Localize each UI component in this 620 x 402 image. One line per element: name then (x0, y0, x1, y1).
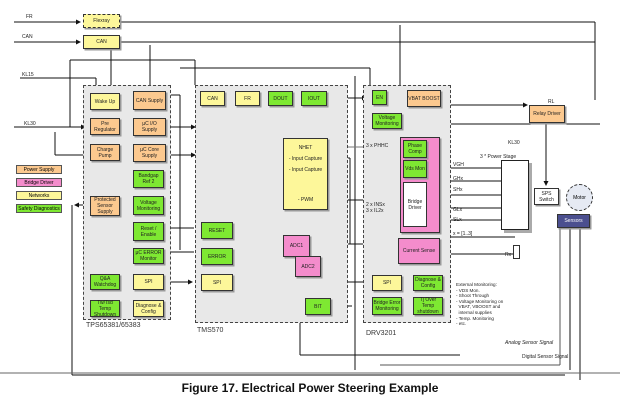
nhet-title: NHET (298, 145, 313, 151)
qa-watchdog-block: Q&A Watchdog (90, 274, 120, 290)
bridge-error-monitoring-block: Bridge Error Monitoring (372, 297, 402, 315)
uc-error-monitor-block: µC ERROR Monitor (133, 248, 164, 264)
ghx-label: GHx (453, 176, 463, 182)
uc-core-supply-block: µC Core Supply (133, 144, 166, 162)
can-input-label: CAN (22, 34, 33, 40)
en-block: EN (372, 90, 387, 105)
mcu-can-block: CAN (200, 91, 225, 106)
nhet-input-capture-2: - Input Capture (288, 167, 323, 173)
kl30-input-label: KL30 (24, 121, 36, 127)
analog-sensor-signal-label: Analog Sensor Signal (505, 340, 554, 346)
kl30-supply-label: KL30 (508, 140, 520, 146)
pre-regulator-block: Pre Regulator (90, 118, 120, 135)
driver-diagnose-config-block: Diagnose & Config (413, 275, 443, 291)
fr-input-label: FR (26, 14, 33, 20)
charge-pump-block: Charge Pump (90, 144, 120, 161)
driver-spi-block: SPI (372, 275, 402, 291)
pwm-in-label-2: 3 x IL2x (366, 208, 384, 214)
protected-sensor-supply-block: Protected Sensor Supply (90, 196, 120, 216)
figure-caption: Figure 17. Electrical Power Steering Exa… (181, 381, 439, 395)
mcu-reset-block: RESET (201, 222, 233, 239)
sense-index-label: x = [1..3] (453, 231, 473, 237)
driver-voltage-monitoring-block: Voltage Monitoring (372, 113, 402, 129)
pmic-chip-label: TPS65381/65383 (86, 322, 141, 329)
reset-enable-block: Reset / Enable (133, 222, 164, 241)
pmic-diagnose-config-block: Diagnose & Config (133, 300, 164, 317)
mcu-chip-label: TMS570 (197, 327, 224, 334)
legend-bridge-driver: Bridge Driver (16, 178, 62, 187)
mcu-dout-block: DOUT (268, 91, 293, 106)
shx-label: SHx (453, 187, 463, 193)
phase-in-label: 3 x PHHC (366, 143, 389, 149)
motor: Motor (566, 184, 593, 211)
nhet-pwm: - PWM (297, 197, 314, 203)
mcu-spi-block: SPI (201, 274, 233, 291)
relay-driver-block: Relay Driver (529, 105, 565, 123)
bridge-driver-block: Bridge Driver (403, 182, 427, 227)
vds-mon-block: Vds Mon (403, 160, 427, 178)
sensors-block: Sensors (557, 214, 590, 228)
voltage-monitoring-block: Voltage Monitoring (133, 196, 164, 215)
driver-chip-label: DRV3201 (366, 330, 397, 337)
power-stage-label: 3 * Power Stage (480, 154, 517, 160)
pwm-in-label-1: 2 x INSx (366, 202, 385, 208)
can-supply-block: CAN Supply (133, 91, 166, 110)
digital-sensor-signal-label: Digital Sensor Signal (522, 354, 569, 360)
mcu-fr-block: FR (235, 91, 260, 106)
phase-comp-block: Phase Comp (403, 140, 427, 158)
shunt-label: Rx (505, 252, 512, 258)
kl15-input-label: KL15 (22, 72, 34, 78)
uc-io-supply-block: µC I/O Supply (133, 118, 166, 136)
legend-safety-diagnostics: Safety Diagnostics (16, 204, 62, 213)
vgh-label: VGH (453, 162, 464, 168)
bandgap-ref-block: Bandgap Ref 2 (133, 170, 164, 188)
shunt-resistor (513, 245, 520, 259)
mcu-error-block: ERROR (201, 248, 233, 265)
driver-temp-shutdown-block: Tj Over Temp shutdown (413, 297, 443, 315)
wakeup-block: Wake Up (90, 93, 120, 110)
pmic-spi-block: SPI (133, 274, 164, 290)
can-transceiver-block: CAN (83, 35, 120, 49)
legend-power-supply: Power Supply (16, 165, 62, 174)
adc1-block: ADC1 (283, 235, 310, 257)
sps-switch-block: SPS Switch (534, 188, 559, 205)
legend-networks: Networks (16, 191, 62, 200)
current-sense-block: Current Sense (398, 238, 440, 264)
mcu-iout-block: IOUT (301, 91, 327, 106)
flexray-block: Flexray (83, 14, 120, 28)
slx-label: SLx (453, 217, 462, 223)
vbat-boost-block: VBAT BOOST (407, 90, 441, 107)
nhet-input-capture-1: - Input Capture (288, 156, 323, 162)
glx-label: GLx (453, 207, 463, 213)
external-monitoring-notes: External Monitoring: - VDS Mon. - Shoot … (456, 282, 504, 327)
relay-pin-label: RL (548, 99, 555, 105)
bit-block: BIT (305, 298, 331, 315)
pmic-temp-shutdown-block: Tw/Tsd Temp Shutdown (90, 300, 120, 318)
nhet-block: NHET - Input Capture - Input Capture - P… (283, 138, 328, 210)
power-stage (501, 160, 529, 230)
adc2-block: ADC2 (295, 256, 321, 277)
